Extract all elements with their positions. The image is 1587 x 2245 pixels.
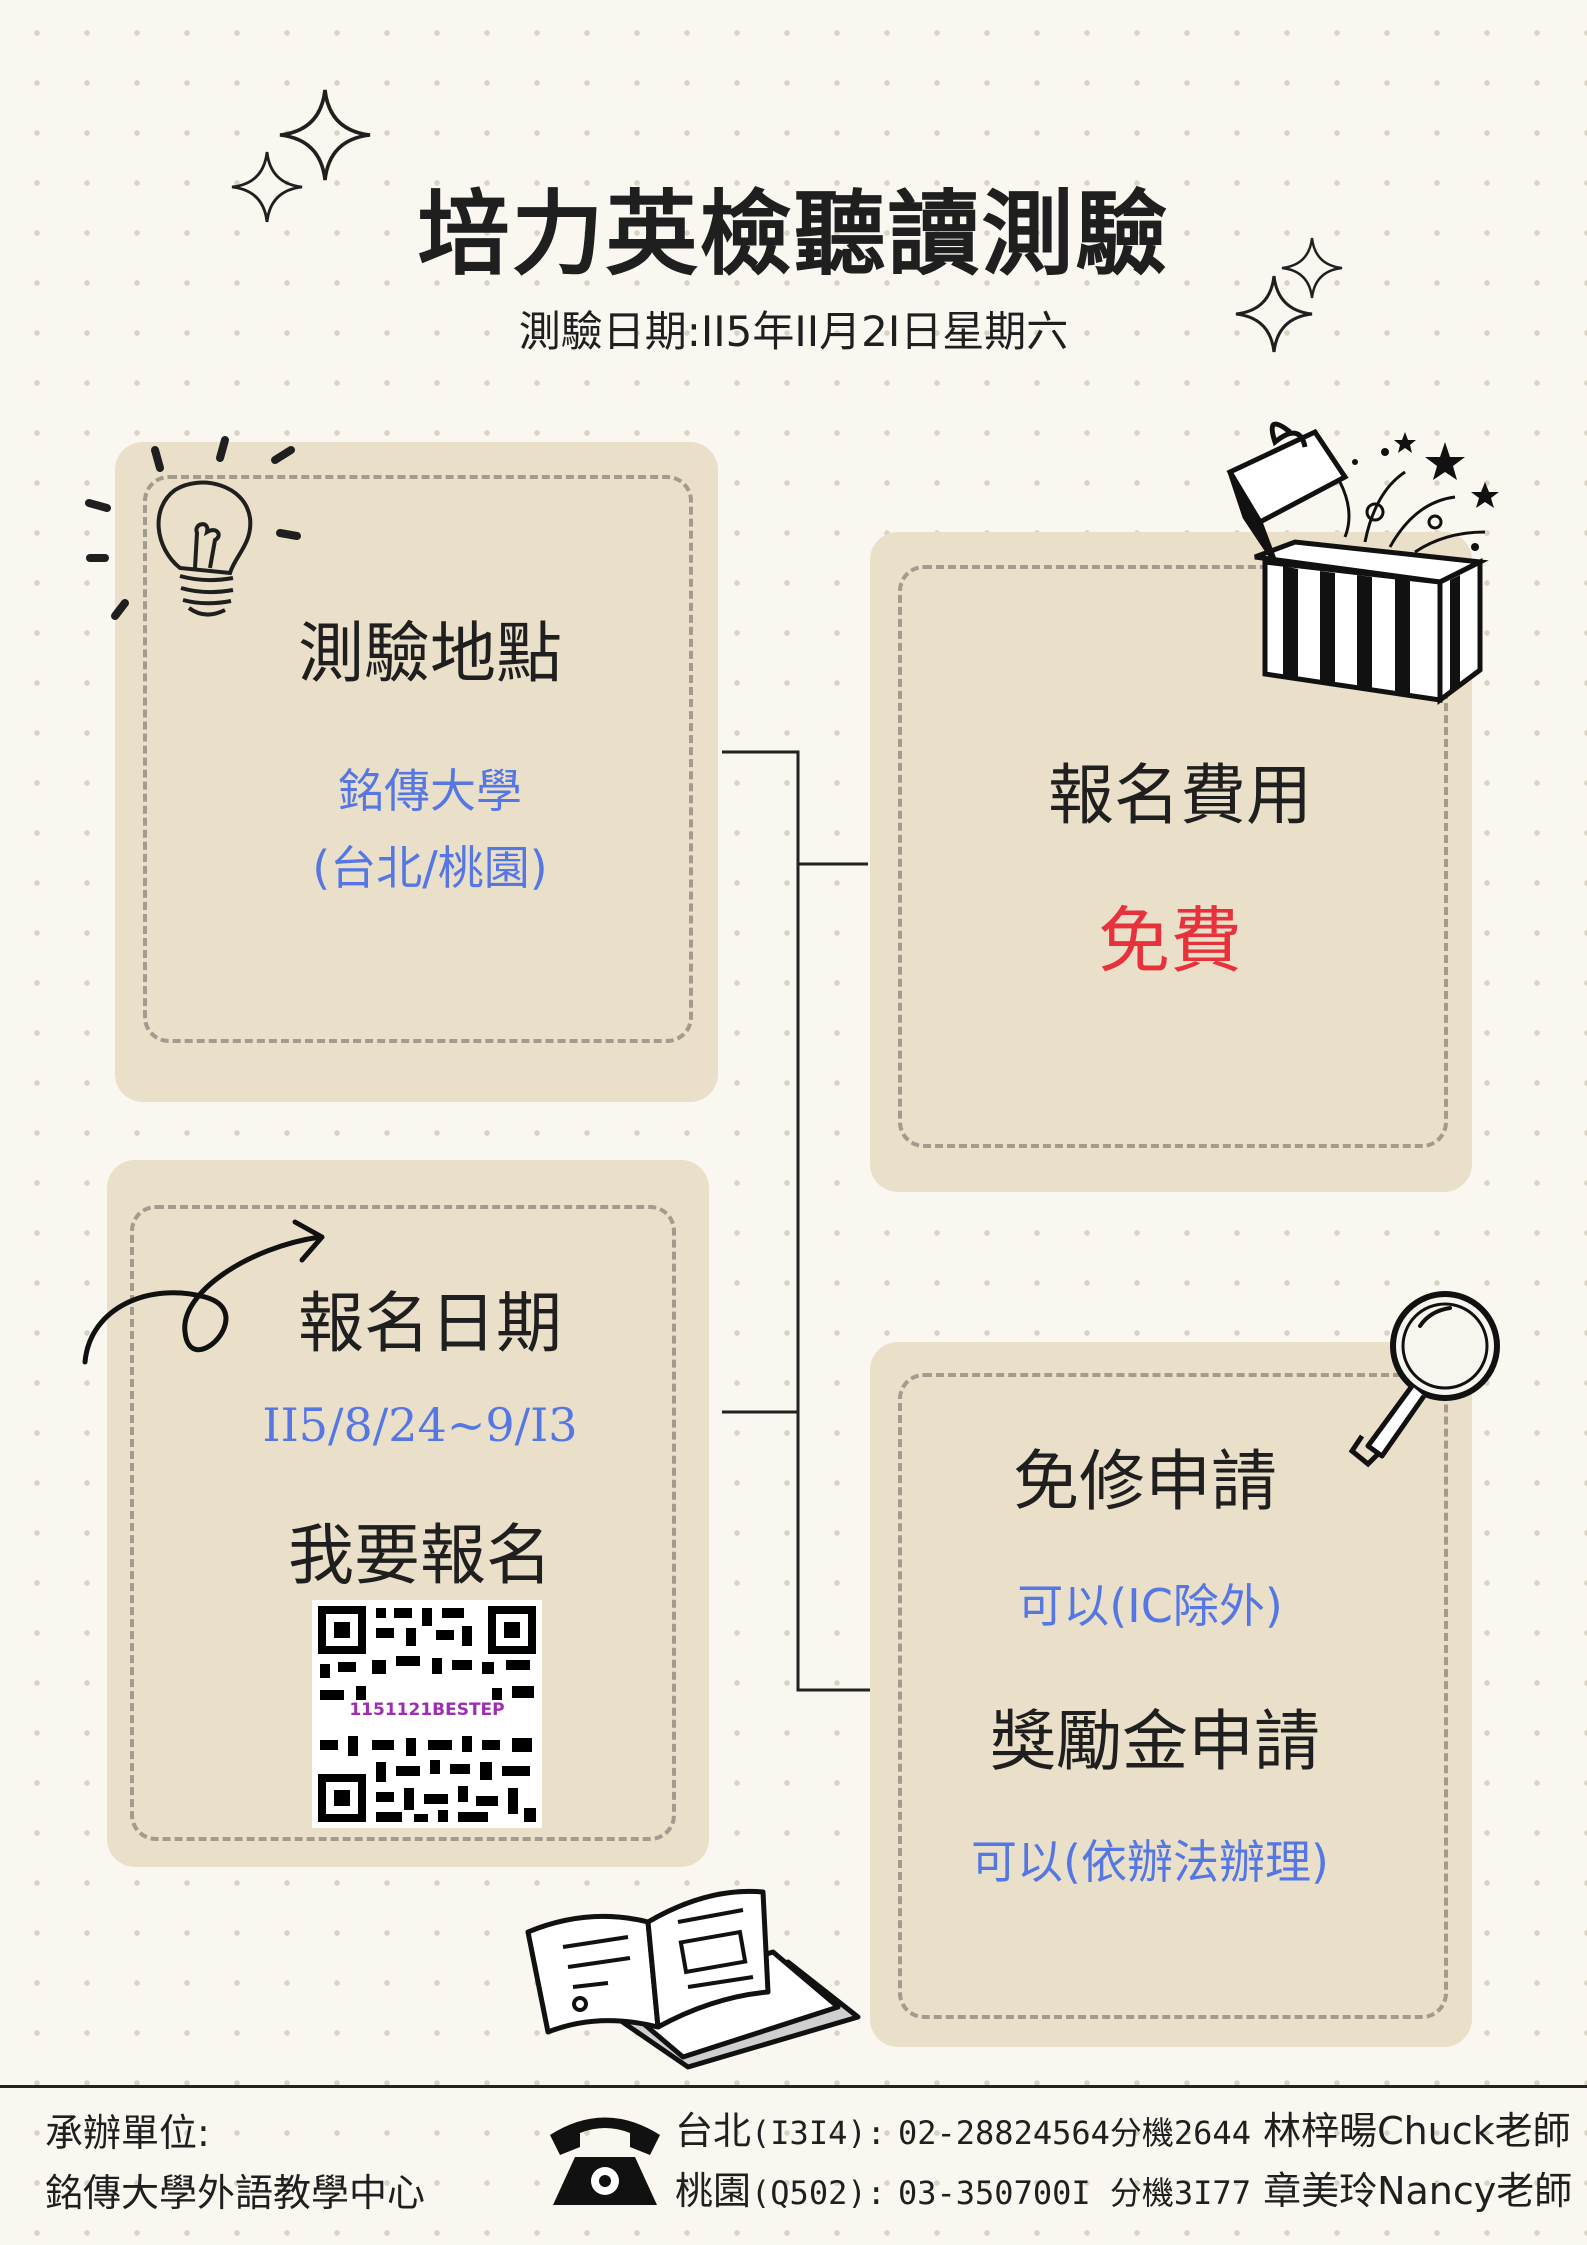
contact-taoyuan: 桃園(Q502): 03-350700I 分機3I77 章美玲Nancy老師 — [675, 2160, 1572, 2215]
fee-heading: 報名費用 — [1048, 757, 1312, 834]
sparkle-icon — [1281, 237, 1343, 299]
telephone-icon — [550, 2117, 660, 2205]
contact-phone: 02-28824564分機2644 — [897, 2114, 1251, 2152]
arrow-icon — [82, 1219, 325, 1365]
page-title: 培力英檢聽讀測驗 — [417, 181, 1170, 288]
location-heading: 測驗地點 — [298, 615, 562, 692]
book-icon — [525, 1888, 861, 2070]
exemption-card-border — [898, 1373, 1448, 2019]
sparkle-icon — [279, 89, 371, 181]
exam-date: 測驗日期:II5年II月2I日星期六 — [518, 307, 1069, 356]
contact-room: (I3I4): — [751, 2114, 886, 2152]
organizer-name: 銘傳大學外語教學中心 — [45, 2171, 426, 2215]
contact-room: (Q502): — [751, 2174, 886, 2212]
contact-teacher: 林梓暘Chuck老師 — [1263, 2109, 1571, 2153]
contact-campus: 桃園 — [675, 2169, 752, 2213]
registration-heading: 報名日期 — [298, 1285, 562, 1362]
sparkle-icon — [1235, 275, 1313, 353]
footer-divider — [0, 2085, 1587, 2088]
contact-campus: 台北 — [675, 2109, 752, 2153]
sparkle-icon — [231, 151, 303, 223]
contact-teacher: 章美玲Nancy老師 — [1263, 2169, 1573, 2213]
location-card — [115, 442, 718, 1102]
organizer-label: 承辦單位: — [45, 2111, 210, 2155]
gift-box-icon — [1226, 421, 1499, 705]
magnifier-icon — [1348, 1291, 1500, 1468]
registration-dates: II5/8/24~9/I3 — [262, 1398, 578, 1452]
contact-phone: 03-350700I 分機3I77 — [897, 2174, 1251, 2212]
location-card-border — [143, 475, 693, 1043]
signup-heading: 我要報名 — [288, 1517, 552, 1594]
contact-taipei: 台北(I3I4): 02-28824564分機2644 林梓暘Chuck老師 — [675, 2100, 1571, 2155]
fee-value: 免費 — [1097, 899, 1242, 983]
location-campuses: (台北/桃園) — [312, 841, 548, 895]
scholarship-heading: 獎勵金申請 — [990, 1703, 1320, 1780]
qr-label: 1151121BESTEP — [312, 1700, 542, 1720]
fee-card-border — [898, 565, 1448, 1148]
location-name: 銘傳大學 — [338, 764, 522, 818]
lightbulb-icon — [85, 436, 301, 620]
qr-code-icon[interactable]: 1151121BESTEP — [312, 1600, 542, 1828]
exemption-heading: 免修申請 — [1013, 1443, 1277, 1520]
registration-card-border — [130, 1205, 676, 1841]
scholarship-value: 可以(依辦法辦理) — [971, 1835, 1329, 1889]
exemption-value: 可以(IC除外) — [1017, 1579, 1283, 1633]
